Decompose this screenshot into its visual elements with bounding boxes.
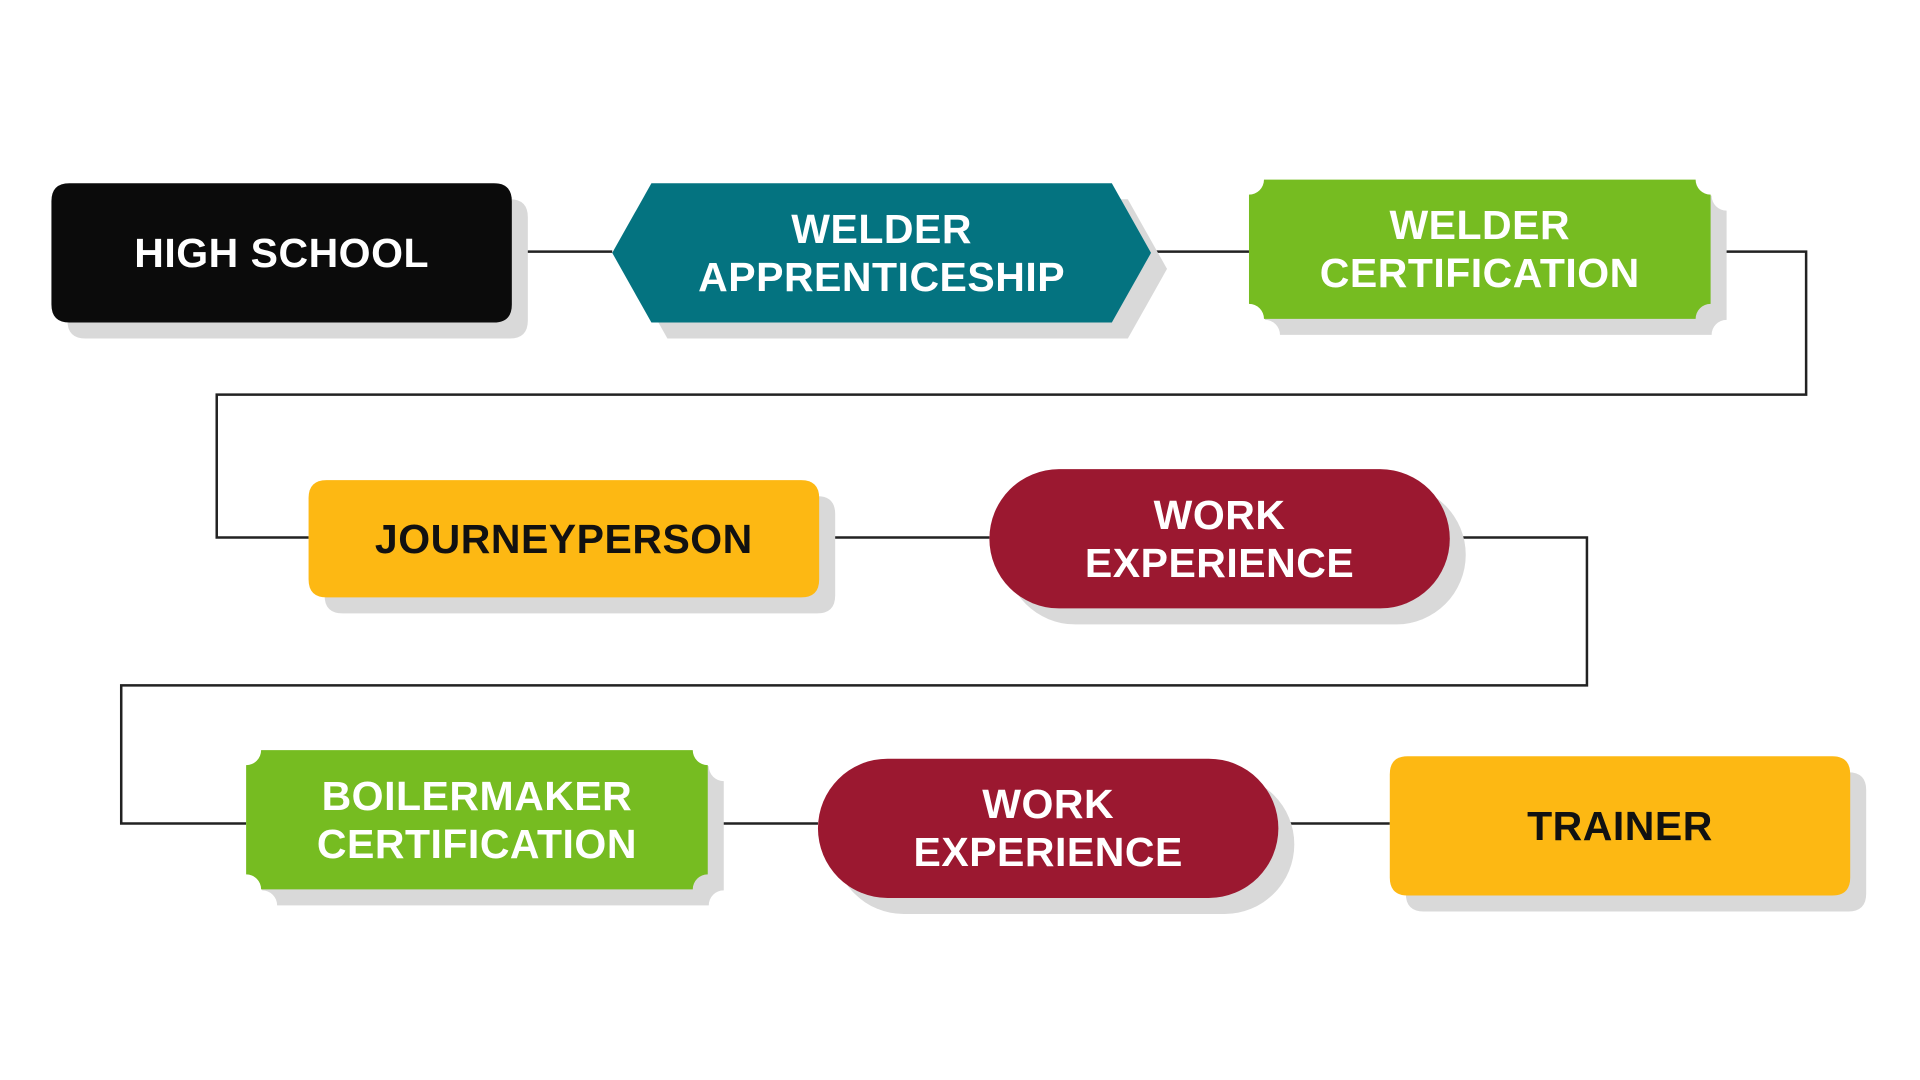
welder-apprenticeship-label-line: WELDER xyxy=(791,205,972,252)
connector-line-5 xyxy=(119,536,1589,825)
welder-apprenticeship-box xyxy=(612,183,1152,323)
connectors xyxy=(119,250,1808,825)
journeyperson-label-line: JOURNEYPERSON xyxy=(374,515,753,562)
trainer-label: TRAINER xyxy=(1390,756,1850,895)
high-school-label-line: HIGH SCHOOL xyxy=(134,229,430,276)
step-shapes xyxy=(51,179,1851,898)
work-experience-1-label-line: WORK xyxy=(1153,491,1286,538)
trainer-label-line: TRAINER xyxy=(1527,802,1713,849)
journeyperson-label: JOURNEYPERSON xyxy=(309,480,820,597)
boilermaker-certification-label-line: BOILERMAKER xyxy=(321,772,633,819)
boilermaker-certification-box xyxy=(246,750,708,890)
welder-apprenticeship-label-line: APPRENTICESHIP xyxy=(698,253,1066,300)
boilermaker-certification-label-line: CERTIFICATION xyxy=(316,820,637,867)
welder-certification-label-line: WELDER xyxy=(1389,202,1571,249)
work-experience-1-label-line: EXPERIENCE xyxy=(1084,539,1355,586)
connector-line-3 xyxy=(215,250,1808,539)
journeyperson-box xyxy=(308,480,820,598)
welder-certification-label-line: CERTIFICATION xyxy=(1319,250,1640,297)
high-school-box xyxy=(51,183,512,323)
welder-certification-box xyxy=(1248,179,1711,319)
work-experience-2-label-line: WORK xyxy=(982,781,1115,828)
work-experience-1-box xyxy=(989,469,1450,609)
work-experience-2-label-line: EXPERIENCE xyxy=(913,829,1183,876)
trainer-box xyxy=(1389,756,1851,896)
high-school-label: HIGH SCHOOL xyxy=(51,183,511,322)
work-experience-2-box xyxy=(817,758,1279,898)
